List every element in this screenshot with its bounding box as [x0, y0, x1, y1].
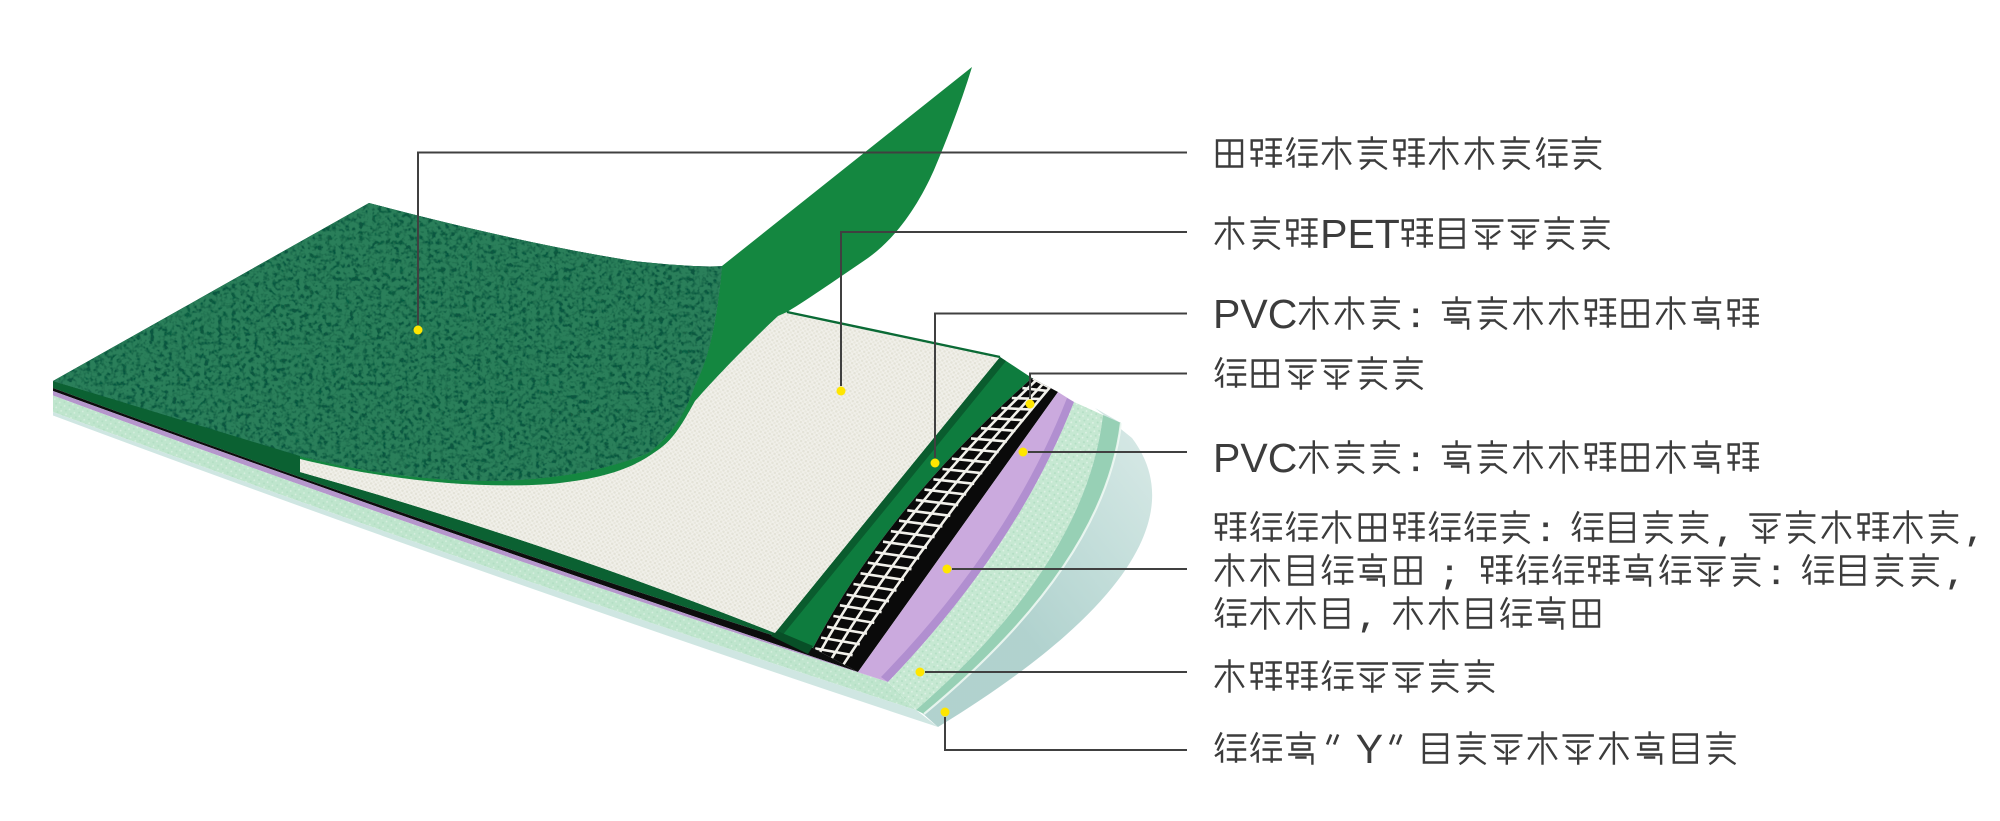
svg-text:PVC: PVC	[1213, 291, 1297, 337]
svg-text:PET: PET	[1320, 211, 1400, 257]
svg-text:Y: Y	[1356, 726, 1383, 772]
svg-text:PVC: PVC	[1213, 435, 1297, 481]
